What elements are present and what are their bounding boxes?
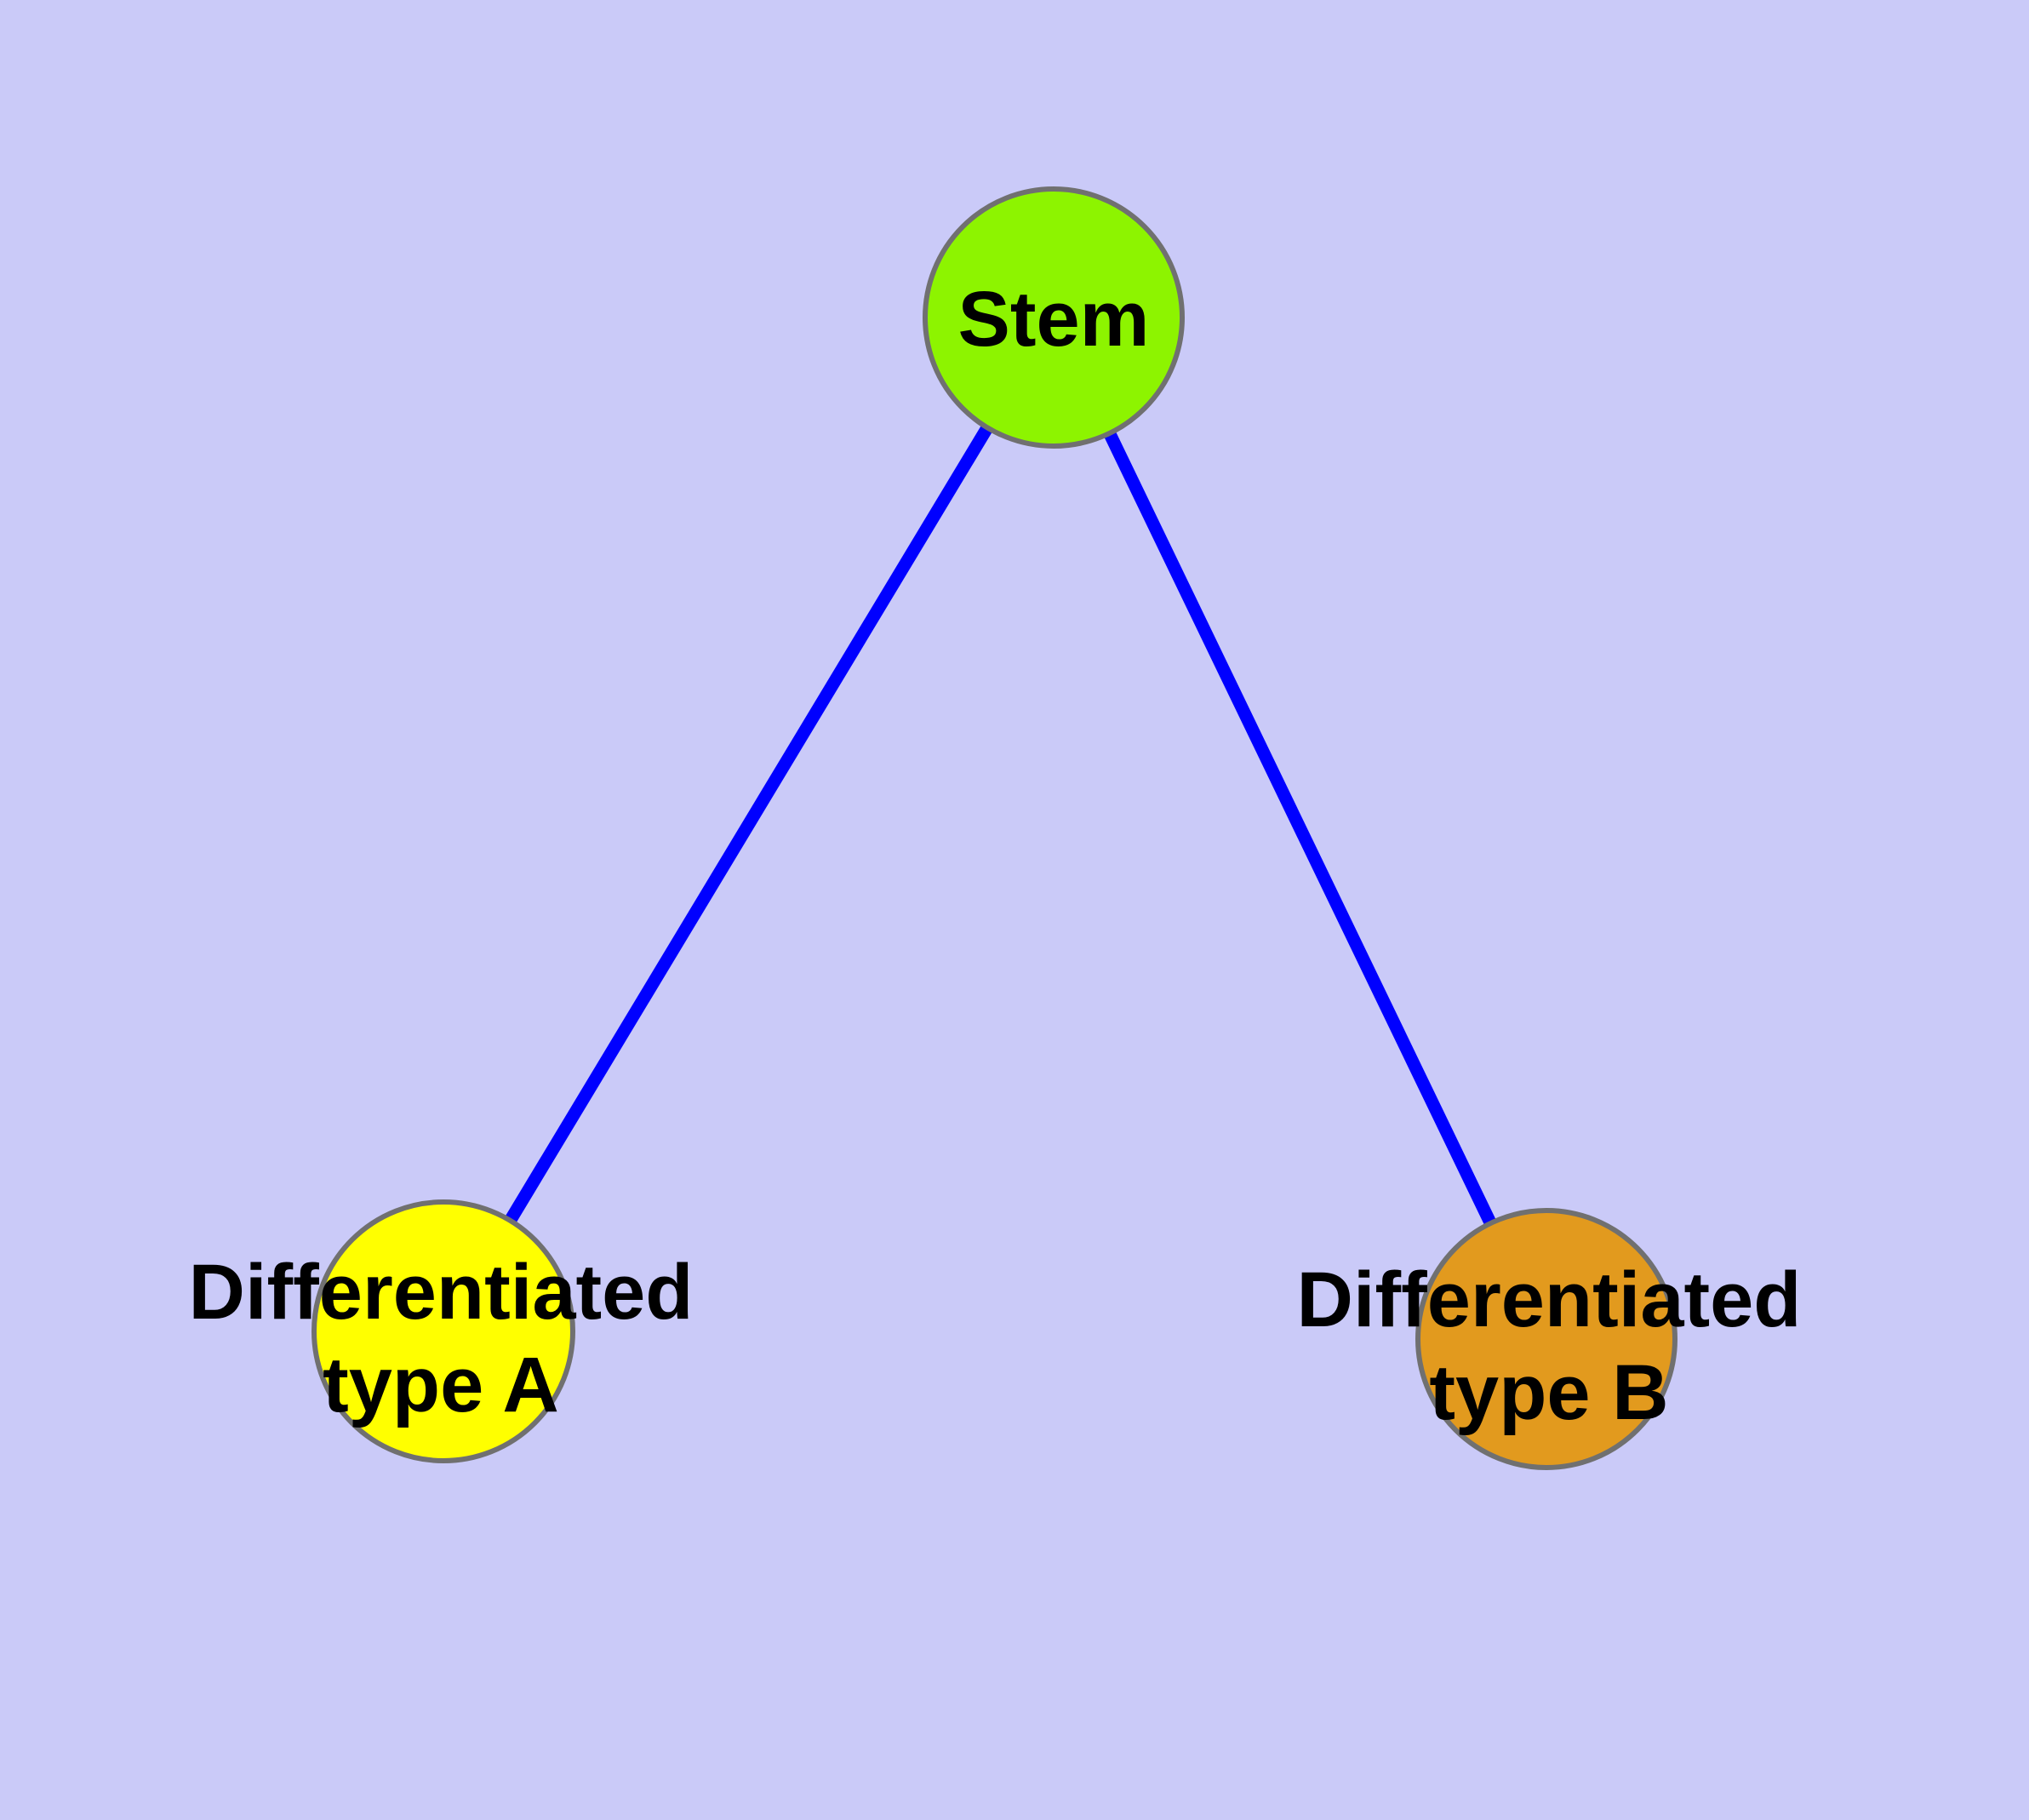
node-type-b-label-line1: Differentiated [1297, 1256, 1802, 1343]
edge-stem-to-type-b [1048, 314, 1552, 1342]
node-stem-label: Stem [958, 276, 1150, 363]
node-type-a-label-line1: Differentiated [189, 1249, 694, 1336]
node-type-b-label-line2: type B [1429, 1349, 1668, 1436]
edge-stem-to-type-a [437, 314, 1060, 1335]
node-differentiated-type-a [311, 1199, 575, 1463]
node-stem [923, 186, 1185, 449]
node-differentiated-type-b [1415, 1208, 1677, 1470]
node-type-a-label-line2: type A [323, 1342, 559, 1428]
